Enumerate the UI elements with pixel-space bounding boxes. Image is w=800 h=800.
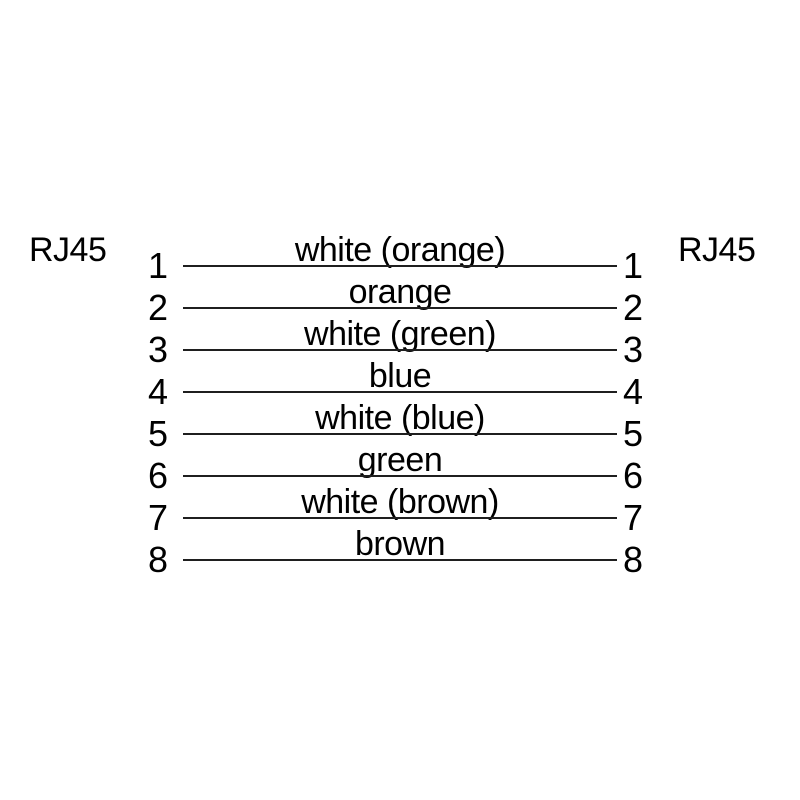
wire-line (183, 559, 617, 561)
right-pin-number: 5 (622, 413, 644, 454)
left-pin-number: 3 (147, 329, 169, 370)
wire-line (183, 517, 617, 519)
wire-line (183, 349, 617, 351)
wire-color-label: orange (348, 273, 452, 311)
wire-line (183, 475, 617, 477)
right-pin-number: 2 (622, 287, 644, 328)
wire-color-label: blue (368, 357, 432, 395)
wire-line (183, 391, 617, 393)
wire-color-label: white (blue) (315, 399, 485, 437)
left-pin-number: 7 (147, 497, 169, 538)
wire-color-label: white (green) (304, 315, 496, 353)
left-pin-number: 4 (147, 371, 169, 412)
wire-color-label: white (brown) (301, 483, 499, 521)
wire-color-label: brown (354, 525, 446, 563)
left-pin-number: 2 (147, 287, 169, 328)
left-pin-number: 8 (147, 539, 169, 580)
right-pin-number: 3 (622, 329, 644, 370)
wire-line (183, 307, 617, 309)
wire-color-label: white (orange) (294, 231, 506, 269)
right-pin-number: 1 (622, 245, 644, 286)
right-pin-number: 8 (622, 539, 644, 580)
left-pin-number: 5 (147, 413, 169, 454)
right-pin-number: 7 (622, 497, 644, 538)
left-connector-label: RJ45 (29, 231, 107, 269)
wire-line (183, 265, 617, 267)
right-pin-number: 4 (622, 371, 644, 412)
left-pin-number: 6 (147, 455, 169, 496)
wire-line (183, 433, 617, 435)
left-pin-number: 1 (147, 245, 169, 286)
right-connector-label: RJ45 (678, 231, 756, 269)
right-pin-number: 6 (622, 455, 644, 496)
wire-color-label: green (357, 441, 443, 479)
